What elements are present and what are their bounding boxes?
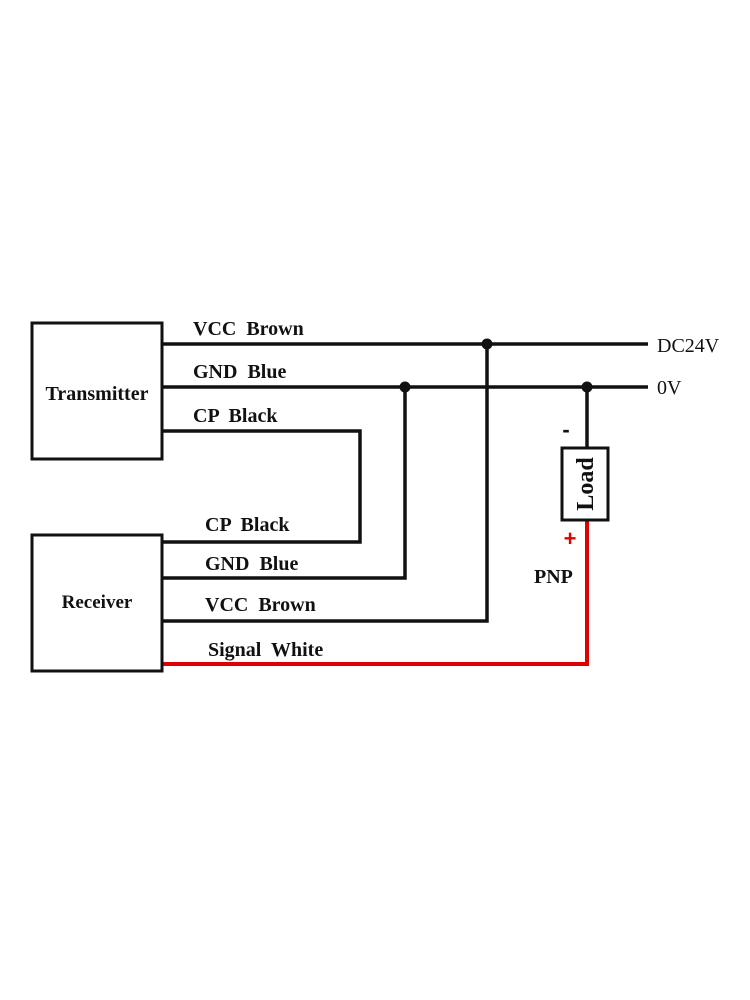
rx-cp-black-label: CP Black [205, 514, 290, 536]
transmitter-label: Transmitter [46, 383, 149, 405]
tx-gnd-blue-label: GND Blue [193, 361, 286, 383]
signal-white-wire [162, 520, 589, 666]
load-junction-dot [581, 381, 593, 393]
tx-cp-black-label: CP Black [193, 405, 278, 427]
pnp-label: PNP [534, 566, 573, 588]
zero-volt-label: 0V [657, 377, 682, 399]
gnd-blue-wire [162, 387, 407, 580]
receiver-block [30, 533, 164, 673]
rx-gnd-blue-label: GND Blue [205, 553, 298, 575]
dc24v-label: DC24V [657, 335, 720, 357]
vcc-junction-dot [481, 338, 493, 350]
load-label: Load [573, 457, 599, 511]
rx-signal-white-label: Signal White [208, 639, 323, 661]
load-minus-sign: - [562, 417, 569, 442]
load-plus-sign: + [564, 526, 577, 551]
gnd-junction-dot [399, 381, 411, 393]
tx-vcc-brown-label: VCC Brown [193, 318, 304, 340]
rx-vcc-brown-label: VCC Brown [205, 594, 316, 616]
vcc-brown-wire [162, 344, 489, 623]
transmitter-block [30, 321, 164, 461]
receiver-label: Receiver [62, 592, 133, 613]
cp-black-wire [162, 429, 362, 544]
load-block [560, 446, 610, 522]
